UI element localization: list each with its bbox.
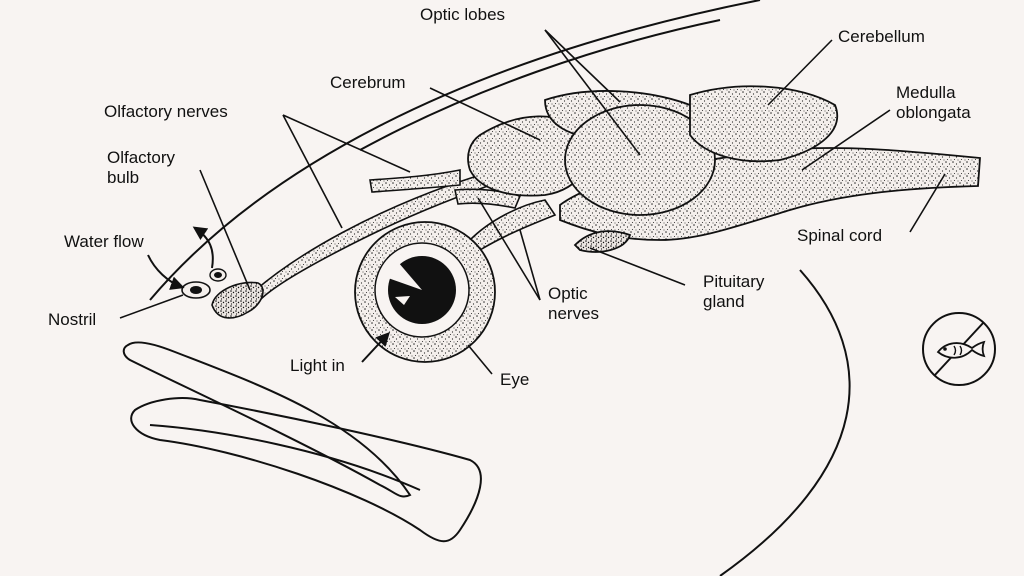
label-olfactory-nerves: Olfactory nerves	[104, 102, 228, 121]
label-water-flow: Water flow	[64, 232, 144, 251]
label-eye: Eye	[500, 370, 530, 389]
eye-shape	[354, 221, 496, 363]
label-cerebellum: Cerebellum	[838, 27, 925, 46]
cerebellum-shape	[689, 85, 839, 163]
water-flow-arrows	[147, 226, 214, 290]
label-medulla-oblongata: Medulla oblongata	[896, 83, 971, 122]
label-spinal-cord: Spinal cord	[797, 226, 883, 245]
no-fishing-icon	[922, 312, 996, 386]
label-nostril: Nostril	[48, 310, 97, 329]
label-optic-lobes: Optic lobes	[420, 5, 506, 24]
label-cerebrum: Cerebrum	[330, 73, 406, 92]
label-optic-nerves: Optic nerves	[548, 284, 600, 323]
brain-shapes	[467, 85, 981, 253]
head-dorsal-inner	[359, 19, 721, 151]
fish-head-outline	[149, 0, 851, 576]
label-olfactory-bulb: Olfactory bulb	[107, 148, 176, 187]
nostril-shape	[181, 268, 227, 299]
leader-lines	[119, 29, 946, 375]
label-pituitary-gland: Pituitary gland	[703, 272, 765, 311]
olfactory-bulb-shape	[211, 281, 264, 319]
pituitary-shape	[573, 230, 632, 253]
head-dorsal-curve	[149, 0, 761, 301]
gill-cover-curve	[719, 269, 851, 576]
optic-lobe-main	[564, 104, 716, 216]
light-in-arrow	[361, 331, 390, 363]
fish-jaw	[122, 341, 482, 543]
label-light-in: Light in	[290, 356, 345, 375]
